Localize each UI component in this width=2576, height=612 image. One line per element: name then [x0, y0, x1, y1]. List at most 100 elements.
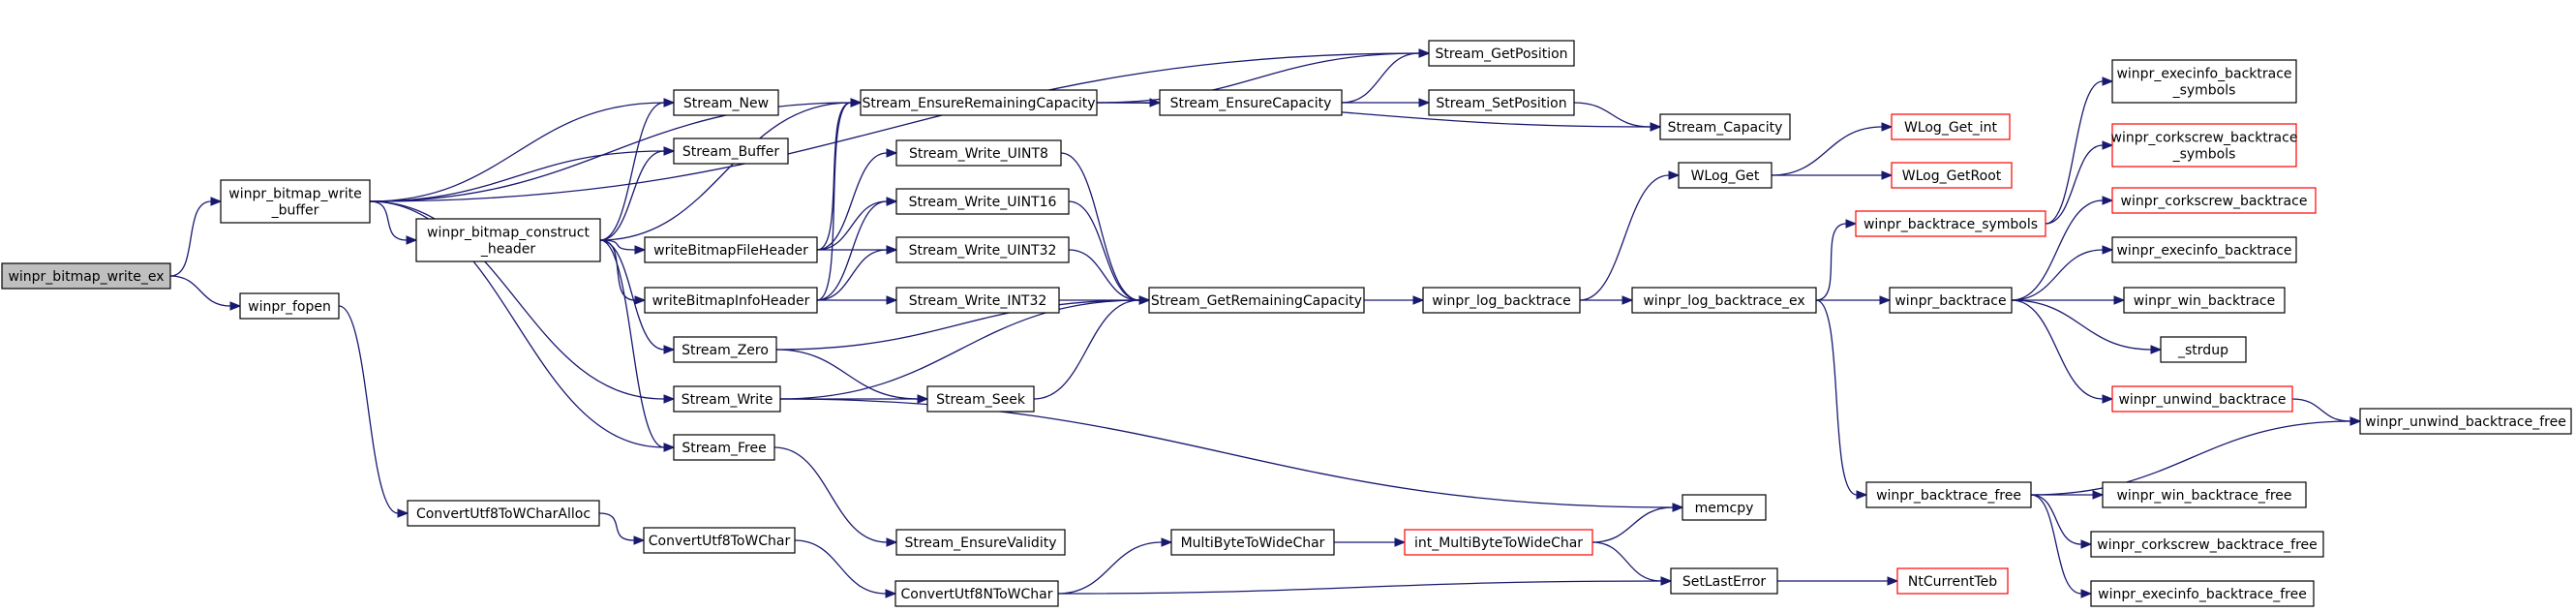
node-write-buffer[interactable]: winpr_bitmap_write_buffer: [220, 179, 371, 224]
node-stream-zero[interactable]: Stream_Zero: [673, 336, 777, 363]
node-backtrace[interactable]: winpr_backtrace: [1889, 287, 2013, 314]
node-win-backtrace[interactable]: winpr_win_backtrace: [2123, 287, 2286, 314]
node-log-backtrace-ex[interactable]: winpr_log_backtrace_ex: [1631, 287, 1817, 314]
node-stream-write[interactable]: Stream_Write: [673, 385, 781, 413]
node-backtrace-symbols[interactable]: winpr_backtrace_symbols: [1855, 210, 2046, 237]
node-stream-free[interactable]: Stream_Free: [673, 434, 775, 461]
node-ensure-capacity[interactable]: Stream_EnsureCapacity: [1159, 89, 1343, 116]
node-info-header[interactable]: writeBitmapInfoHeader: [644, 287, 818, 314]
node-label: winpr_execinfo_backtrace: [2116, 243, 2291, 259]
node-get-remaining[interactable]: Stream_GetRemainingCapacity: [1148, 287, 1365, 314]
node-box: [1, 262, 171, 290]
node-execinfo-backtrace[interactable]: winpr_execinfo_backtrace: [2111, 236, 2297, 263]
edge-layer: [169, 48, 2362, 598]
node-log-backtrace[interactable]: winpr_log_backtrace: [1422, 287, 1581, 314]
node-set-last-error[interactable]: SetLastError: [1670, 567, 1778, 595]
arrowhead-fopen-to-utf8_alloc: [397, 508, 409, 518]
node-utf8n-wchar[interactable]: ConvertUtf8NToWChar: [894, 580, 1059, 607]
node-stream-new[interactable]: Stream_New: [673, 89, 779, 116]
edge-backtrace-to-execinfo_backtrace: [2011, 249, 2104, 301]
node-corkscrew-backtrace[interactable]: winpr_corkscrew_backtrace: [2111, 187, 2317, 214]
node-backtrace-free[interactable]: winpr_backtrace_free: [1865, 481, 2032, 508]
node-box: [895, 287, 1060, 314]
node-ensure-validity[interactable]: Stream_EnsureValidity: [895, 529, 1066, 556]
node-write-uint16[interactable]: Stream_Write_UINT16: [895, 188, 1070, 215]
node-strdup[interactable]: _strdup: [2160, 336, 2247, 363]
edge-log_backtrace_ex-to-backtrace_free: [1815, 299, 1858, 496]
node-construct-header[interactable]: winpr_bitmap_construct_header: [415, 218, 601, 262]
arrowhead-log_backtrace_ex-to-backtrace_symbols: [1845, 219, 1858, 229]
node-set-position[interactable]: Stream_SetPosition: [1428, 89, 1575, 116]
node-execinfo-symbols[interactable]: winpr_execinfo_backtrace_symbols: [2111, 59, 2297, 104]
edge-file_header-to-ensure_remaining: [816, 102, 852, 251]
node-unwind-backtrace[interactable]: winpr_unwind_backtrace: [2111, 385, 2293, 413]
arrowhead-wlog_get-to-wlog_get_root: [1881, 170, 1894, 180]
node-box: [220, 179, 371, 224]
node-box: [1891, 162, 2013, 189]
node-wlog-get[interactable]: WLog_Get: [1678, 162, 1773, 189]
edge-backtrace_symbols-to-execinfo_symbols: [2045, 80, 2104, 225]
node-multibyte[interactable]: MultiByteToWideChar: [1170, 529, 1335, 556]
node-write-uint32[interactable]: Stream_Write_UINT32: [895, 236, 1070, 263]
node-wlog-get-root[interactable]: WLog_GetRoot: [1891, 162, 2013, 189]
node-file-header[interactable]: writeBitmapFileHeader: [644, 236, 818, 263]
node-label: _symbols: [2172, 147, 2236, 163]
edge-write_buffer-to-stream_buffer: [369, 150, 665, 202]
arrowhead-root-to-write_buffer: [210, 197, 223, 206]
arrowhead-backtrace_free-to-corkscrew_backtrace_free: [2080, 539, 2093, 549]
edge-write_buffer-to-stream_free: [369, 200, 665, 448]
node-stream-capacity[interactable]: Stream_Capacity: [1659, 113, 1791, 140]
node-label: Stream_GetPosition: [1435, 46, 1567, 62]
arrowhead-info_header-to-write_int32: [886, 295, 898, 305]
node-label: writeBitmapFileHeader: [653, 243, 808, 259]
node-box: [926, 385, 1035, 413]
node-corkscrew-symbols[interactable]: winpr_corkscrew_backtrace_symbols: [2111, 123, 2298, 168]
node-box: [894, 580, 1059, 607]
node-ensure-remaining[interactable]: Stream_EnsureRemainingCapacity: [860, 89, 1098, 116]
arrowhead-construct_header-to-info_header: [634, 295, 647, 305]
node-label: WLog_GetRoot: [1902, 168, 2002, 184]
node-layer: winpr_bitmap_write_ex winpr_bitmap_write_…: [1, 40, 2572, 607]
edge-info_header-to-write_uint32: [816, 249, 888, 301]
node-label: WLog_Get_int: [1904, 120, 1998, 136]
edge-stream_write-to-memcpy: [779, 398, 1674, 508]
node-stream-buffer[interactable]: Stream_Buffer: [673, 138, 789, 165]
arrowhead-log_backtrace_ex-to-backtrace: [1879, 295, 1892, 305]
arrowhead-multibyte-to-int_multibyte: [1394, 537, 1407, 547]
node-stream-seek[interactable]: Stream_Seek: [926, 385, 1035, 413]
node-win-backtrace-free[interactable]: winpr_win_backtrace_free: [2102, 481, 2307, 508]
edge-write_buffer-to-get_position: [369, 52, 1420, 202]
node-unwind-backtrace-free[interactable]: winpr_unwind_backtrace_free: [2359, 408, 2572, 435]
node-label: ConvertUtf8ToWChar: [649, 534, 791, 549]
node-box: [673, 138, 789, 165]
node-memcpy[interactable]: memcpy: [1682, 494, 1767, 521]
node-label: _strdup: [2177, 343, 2228, 358]
edge-stream_write-to-get_remaining: [779, 299, 1140, 400]
edge-root-to-fopen: [169, 275, 231, 307]
node-root[interactable]: winpr_bitmap_write_ex: [1, 262, 171, 290]
node-box: [239, 292, 340, 320]
node-box: [673, 336, 777, 363]
node-write-int32[interactable]: Stream_Write_INT32: [895, 287, 1060, 314]
node-execinfo-backtrace-free[interactable]: winpr_execinfo_backtrace_free: [2090, 580, 2315, 607]
node-box: [643, 527, 796, 554]
node-label: Stream_Buffer: [682, 144, 779, 160]
edge-wlog_get-to-wlog_get_int: [1771, 126, 1883, 176]
node-int-multibyte[interactable]: int_MultiByteToWideChar: [1404, 529, 1593, 556]
node-wlog-get-int[interactable]: WLog_Get_int: [1891, 113, 2011, 140]
arrowhead-wlog_get-to-wlog_get_int: [1881, 122, 1894, 132]
node-get-position[interactable]: Stream_GetPosition: [1428, 40, 1575, 67]
node-utf8-alloc[interactable]: ConvertUtf8ToWCharAlloc: [407, 500, 600, 527]
node-box: [415, 218, 601, 262]
node-box: [673, 385, 781, 413]
node-nt-current-teb[interactable]: NtCurrentTeb: [1896, 567, 2009, 595]
edge-write_uint16-to-get_remaining: [1068, 200, 1140, 301]
node-utf8-wchar[interactable]: ConvertUtf8ToWChar: [643, 527, 796, 554]
node-label: Stream_New: [683, 96, 769, 111]
node-corkscrew-backtrace-free[interactable]: winpr_corkscrew_backtrace_free: [2090, 531, 2324, 558]
node-write-uint8[interactable]: Stream_Write_UINT8: [895, 139, 1062, 167]
arrowhead-info_header-to-write_uint16: [886, 197, 898, 206]
edge-root-to-write_buffer: [169, 200, 212, 277]
node-fopen[interactable]: winpr_fopen: [239, 292, 340, 320]
node-label: winpr_backtrace_free: [1876, 488, 2021, 504]
